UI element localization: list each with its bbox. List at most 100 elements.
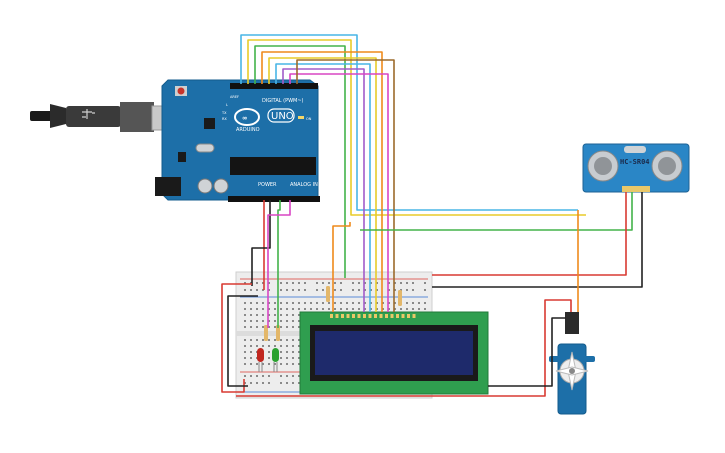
lcd-pin xyxy=(385,314,388,318)
wire-green-top xyxy=(254,45,346,278)
breadboard-hole xyxy=(286,289,288,291)
breadboard-hole xyxy=(280,314,282,316)
wire-red-sensor-vcc xyxy=(432,192,627,276)
breadboard-hole xyxy=(262,339,264,341)
breadboard-hole xyxy=(400,289,402,291)
breadboard-hole xyxy=(244,339,246,341)
breadboard-hole xyxy=(376,282,378,284)
green-led xyxy=(272,348,279,372)
breadboard-hole xyxy=(406,282,408,284)
breadboard-hole xyxy=(412,289,414,291)
arduino-uno: ∞ ARDUINO UNO DIGITAL (PWM~) POWER ANALO… xyxy=(155,79,320,202)
wire-black-sensor-gnd xyxy=(432,192,643,288)
breadboard-hole xyxy=(256,345,258,347)
breadboard-hole xyxy=(310,308,312,310)
breadboard-hole xyxy=(352,302,354,304)
breadboard-hole xyxy=(292,363,294,365)
breadboard-hole xyxy=(340,302,342,304)
breadboard-hole xyxy=(262,375,264,377)
breadboard-hole xyxy=(298,308,300,310)
breadboard-hole xyxy=(340,308,342,310)
breadboard-hole xyxy=(244,282,246,284)
wire-red-servo xyxy=(236,299,572,397)
wire-magenta-analog xyxy=(267,200,291,328)
breadboard-hole xyxy=(274,314,276,316)
breadboard-hole xyxy=(352,282,354,284)
breadboard-hole xyxy=(316,289,318,291)
lcd-pin xyxy=(401,314,405,318)
breadboard-hole xyxy=(376,289,378,291)
breadboard-hole xyxy=(262,363,264,365)
breadboard-hole xyxy=(364,308,366,310)
breadboard-hole xyxy=(262,326,264,328)
breadboard-hole xyxy=(412,282,414,284)
breadboard-hole xyxy=(268,326,270,328)
breadboard-hole xyxy=(304,302,306,304)
lcd-pin xyxy=(407,314,410,318)
breadboard-hole xyxy=(406,289,408,291)
breadboard-hole xyxy=(364,289,366,291)
breadboard-hole xyxy=(250,375,252,377)
breadboard-hole xyxy=(268,345,270,347)
breadboard-hole xyxy=(316,282,318,284)
breadboard-hole xyxy=(322,308,324,310)
breadboard-hole xyxy=(400,308,402,310)
breadboard-hole xyxy=(328,308,330,310)
breadboard-hole xyxy=(262,314,264,316)
breadboard-hole xyxy=(268,289,270,291)
breadboard-hole xyxy=(316,302,318,304)
breadboard-hole xyxy=(304,308,306,310)
breadboard-hole xyxy=(262,345,264,347)
breadboard-hole xyxy=(370,302,372,304)
breadboard-hole xyxy=(250,282,252,284)
digital-pins-label: DIGITAL (PWM~) xyxy=(262,98,304,104)
breadboard-hole xyxy=(370,308,372,310)
breadboard-hole xyxy=(274,326,276,328)
breadboard-hole xyxy=(280,351,282,353)
breadboard-hole xyxy=(304,282,306,284)
breadboard-hole xyxy=(394,282,396,284)
breadboard-hole xyxy=(262,382,264,384)
breadboard-hole xyxy=(286,375,288,377)
breadboard-hole xyxy=(256,289,258,291)
breadboard-hole xyxy=(280,357,282,359)
svg-text:∞: ∞ xyxy=(242,114,247,122)
lcd-pin xyxy=(379,314,383,318)
breadboard-hole xyxy=(298,320,300,322)
breadboard-hole xyxy=(250,382,252,384)
breadboard-hole xyxy=(286,382,288,384)
breadboard-hole xyxy=(274,339,276,341)
breadboard-hole xyxy=(280,345,282,347)
lcd-pin xyxy=(352,314,355,318)
breadboard-hole xyxy=(262,302,264,304)
breadboard-hole xyxy=(418,302,420,304)
breadboard-hole xyxy=(280,375,282,377)
breadboard-hole xyxy=(256,302,258,304)
wire-black-gnd xyxy=(251,200,271,286)
breadboard-hole xyxy=(286,302,288,304)
breadboard-hole xyxy=(358,302,360,304)
breadboard-hole xyxy=(268,314,270,316)
breadboard-hole xyxy=(298,382,300,384)
breadboard-hole xyxy=(370,289,372,291)
breadboard-hole xyxy=(340,282,342,284)
breadboard-hole xyxy=(424,289,426,291)
breadboard-hole xyxy=(292,320,294,322)
breadboard-hole xyxy=(286,314,288,316)
breadboard-hole xyxy=(292,351,294,353)
breadboard-hole xyxy=(292,289,294,291)
wire-magenta-top xyxy=(289,73,389,312)
breadboard-hole xyxy=(298,302,300,304)
breadboard-hole xyxy=(280,320,282,322)
lcd-pin xyxy=(390,314,394,318)
breadboard-hole xyxy=(250,326,252,328)
breadboard-hole xyxy=(286,357,288,359)
breadboard-hole xyxy=(424,302,426,304)
wire-green-analog xyxy=(277,200,281,328)
breadboard-hole xyxy=(280,363,282,365)
breadboard-hole xyxy=(274,302,276,304)
breadboard-hole xyxy=(250,345,252,347)
breadboard-hole xyxy=(412,302,414,304)
breadboard-hole xyxy=(280,326,282,328)
breadboard-hole xyxy=(244,382,246,384)
